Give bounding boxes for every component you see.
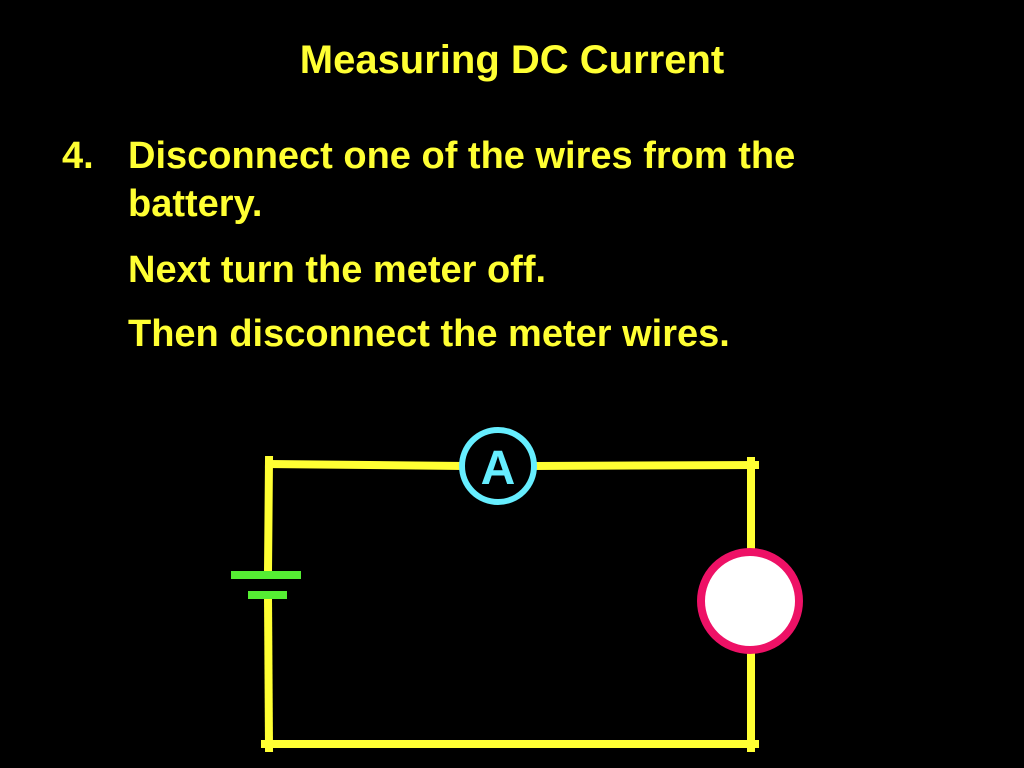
ammeter-label: A <box>481 442 516 495</box>
wire-top-left <box>264 459 465 471</box>
step-number: 4. <box>62 135 94 177</box>
lamp-circle <box>697 548 803 654</box>
instruction-line-4: Then disconnect the meter wires. <box>128 313 730 355</box>
battery-icon <box>231 571 301 599</box>
ammeter-circle <box>459 427 537 505</box>
wire-left-lower <box>263 590 274 753</box>
slide-title: Measuring DC Current <box>299 38 725 82</box>
instruction-line-2: battery. <box>128 183 263 225</box>
wire-top-right <box>531 460 760 471</box>
lamp-icon <box>697 548 803 654</box>
instruction-line-3: Next turn the meter off. <box>128 249 547 291</box>
ammeter-icon: A <box>459 427 537 505</box>
instruction-line-1: Disconnect one of the wires from the <box>128 135 796 177</box>
circuit-wires <box>261 455 760 753</box>
wire-left-upper <box>263 455 274 578</box>
